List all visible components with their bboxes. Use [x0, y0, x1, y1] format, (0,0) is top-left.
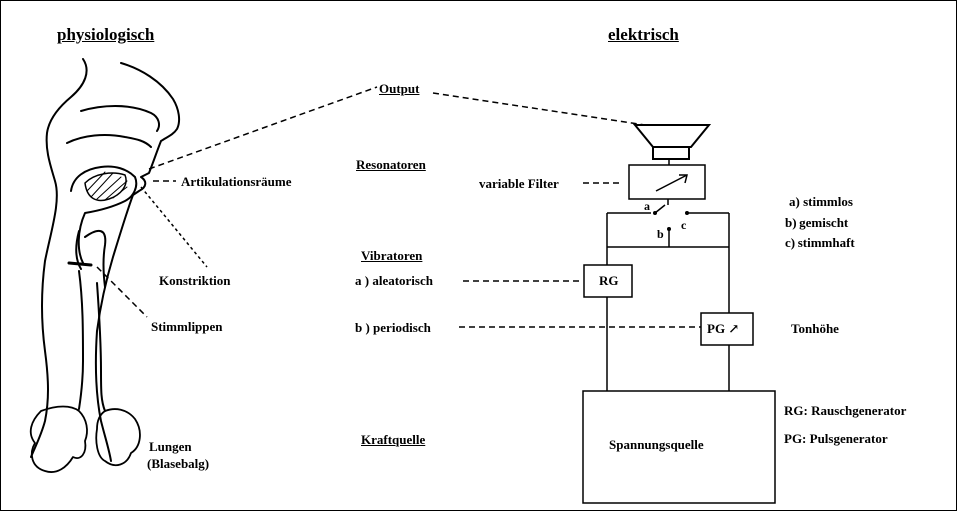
switch-label-a: a [644, 199, 650, 213]
filter-arrow-head [679, 174, 688, 184]
label-konstriktion: Konstriktion [159, 273, 231, 288]
section-vibratoren: Vibratoren [361, 248, 423, 263]
switch-contact-a [653, 211, 657, 215]
legend-pg-definition: PG: Pulsgenerator [784, 431, 888, 446]
legend-stimmlos: a) stimmlos [789, 194, 853, 209]
pg-box [700, 312, 754, 346]
label-variable-filter: variable Filter [479, 176, 559, 191]
switch-lever [654, 204, 666, 214]
connector-stimmlippen [96, 266, 148, 318]
dashed-connectors [96, 86, 701, 328]
pg-box-label: PG ↗ [707, 321, 739, 336]
legend-tonhoehe: Tonhöhe [791, 321, 839, 336]
connector-output-left [148, 86, 378, 170]
legend-gemischt: b) gemischt [785, 215, 849, 230]
label-spannungsquelle: Spannungsquelle [609, 437, 704, 452]
label-periodisch: b ) periodisch [355, 320, 431, 335]
label-aleatorisch: a ) aleatorisch [355, 273, 433, 288]
switch-label-b: b [657, 227, 664, 241]
label-blasebalg: (Blasebalg) [147, 456, 210, 471]
switch-label-c: c [681, 218, 687, 232]
header-physiologisch: physiologisch [57, 25, 155, 44]
spannungsquelle-box [582, 390, 776, 504]
vocal-tract-drawing [29, 58, 181, 473]
section-kraftquelle: Kraftquelle [361, 432, 426, 447]
label-stimmlippen: Stimmlippen [151, 319, 223, 334]
label-lungen: Lungen [149, 439, 192, 454]
label-artikulationsraeume: Artikulationsräume [181, 174, 292, 189]
filter-arrow-shaft [655, 174, 688, 192]
connector-konstriktion [140, 186, 208, 268]
switch-contact-c [685, 211, 689, 215]
legend-stimmhaft: c) stimmhaft [785, 235, 855, 250]
header-elektrisch: elektrisch [608, 25, 679, 44]
variable-filter-box [628, 164, 706, 200]
speaker-icon [632, 124, 712, 160]
section-output: Output [379, 81, 420, 96]
legend-rg-definition: RG: Rauschgenerator [784, 403, 907, 418]
arrow-up-right-icon: ↗ [728, 321, 740, 336]
rg-box [583, 264, 633, 298]
connector-output-right [432, 92, 646, 126]
switch-contacts [653, 211, 689, 231]
section-resonatoren: Resonatoren [356, 157, 426, 172]
electrical-circuit [582, 124, 776, 504]
rg-box-label: RG [599, 273, 619, 288]
switch-contact-b [667, 227, 671, 231]
pg-box-text: PG [707, 321, 726, 336]
